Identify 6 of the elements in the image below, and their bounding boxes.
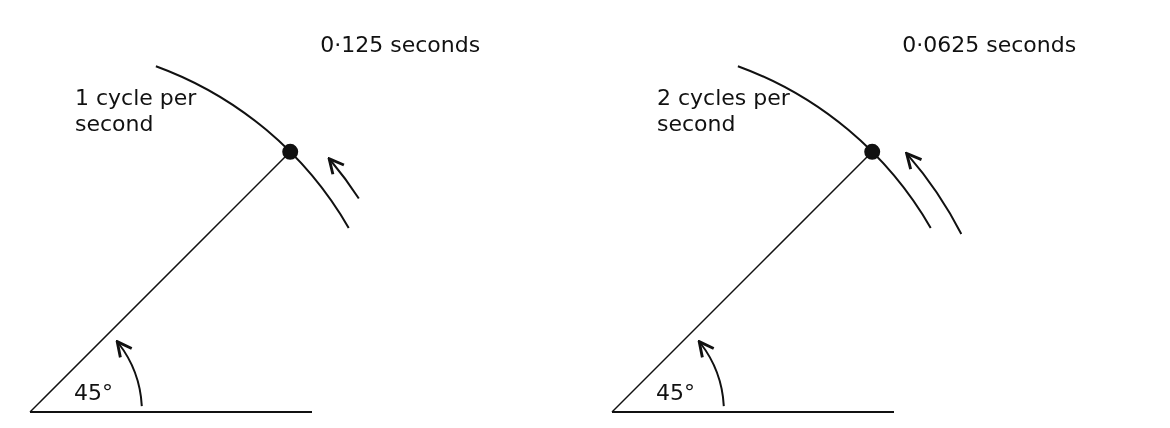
frequency-label: 1 cycle per second bbox=[75, 85, 198, 138]
time-label: 0·125 seconds bbox=[320, 31, 481, 59]
frequency-label: 2 cycles per second bbox=[657, 85, 791, 138]
angle-label: 45° bbox=[74, 380, 113, 407]
angle-label: 45° bbox=[656, 380, 695, 407]
time-label: 0·0625 seconds bbox=[902, 31, 1077, 59]
